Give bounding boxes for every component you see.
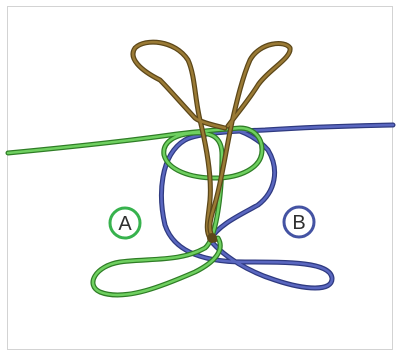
label-b-badge: B [284, 207, 314, 237]
brown-cord [133, 42, 290, 243]
label-a-badge: A [110, 208, 140, 238]
blue-cord-B [162, 125, 393, 288]
label-b-text: B [292, 212, 305, 234]
label-a-text: A [118, 213, 132, 235]
